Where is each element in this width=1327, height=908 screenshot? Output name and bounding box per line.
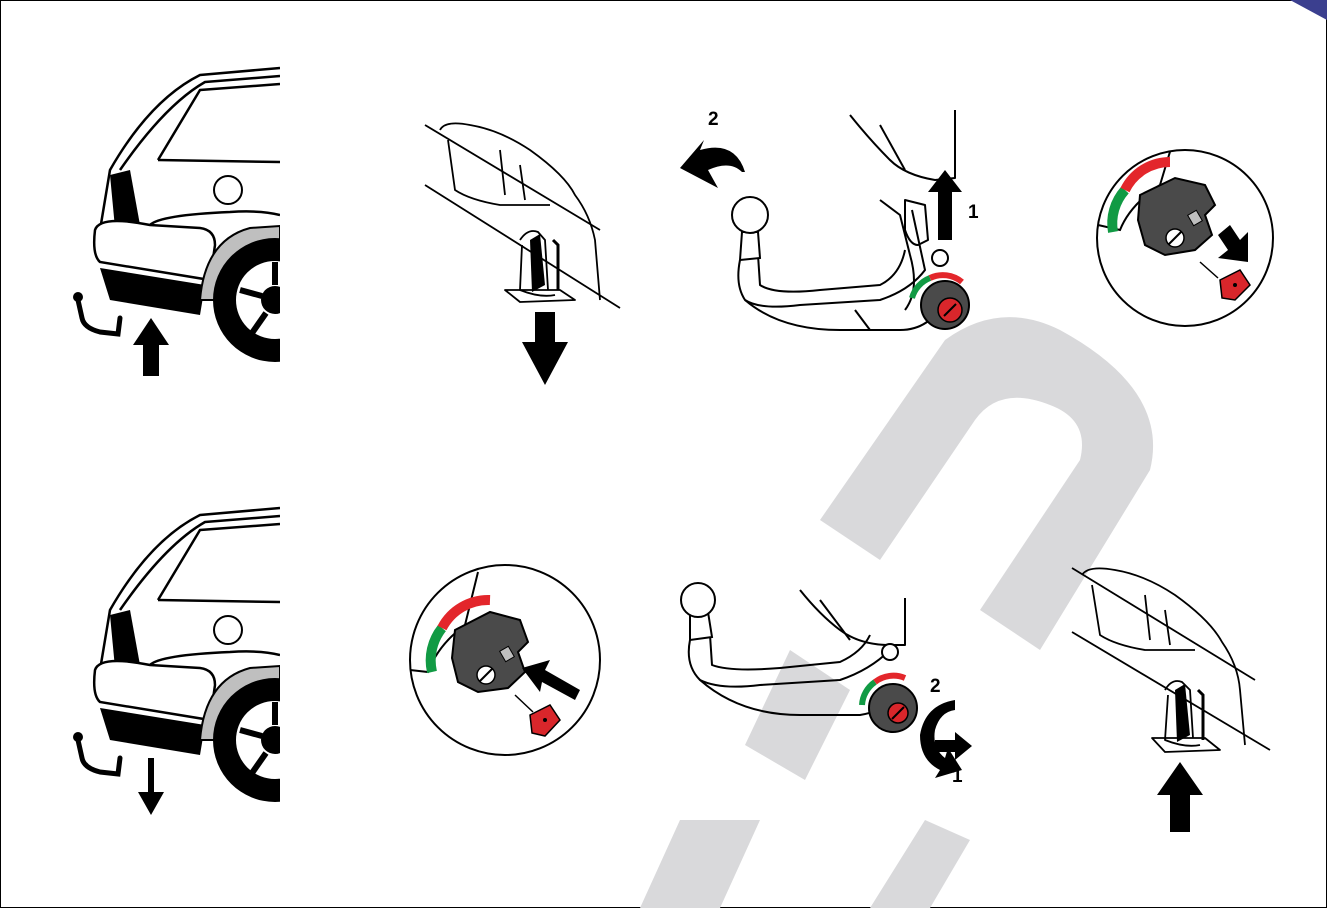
tow-ball-icon [732,197,768,233]
step4-key-removal-detail [1097,145,1273,326]
tow-ball-icon [73,732,83,742]
step7-rotate-label: 2 [930,676,941,697]
step8-release-lever [1072,568,1270,752]
step2-release-lever [425,123,620,308]
arrow-up-icon [1157,762,1203,832]
lever-handle-icon [530,234,545,292]
arrow-down-icon [522,312,568,385]
lever-handle-icon [1175,684,1190,742]
step1-car-rear [94,68,337,362]
locking-knob-icon [912,275,969,329]
tow-ball-icon [681,583,715,617]
arrow-down-icon [138,758,164,815]
step6-key-insertion-detail [410,565,600,755]
arrow-up-icon [133,318,169,376]
step3-lift-label: 1 [968,202,979,223]
tow-hook-icon [78,740,120,774]
step5-car-rear [94,508,337,802]
tow-hook-icon [78,300,120,334]
watermark [640,317,1153,908]
step3-rotate-label: 2 [708,109,719,130]
corner-tab [1290,0,1327,20]
tow-ball-icon [73,292,83,302]
rotate-arrow-icon [680,140,745,188]
locking-knob-icon [862,676,917,732]
step7-push-label: 1 [952,766,963,787]
